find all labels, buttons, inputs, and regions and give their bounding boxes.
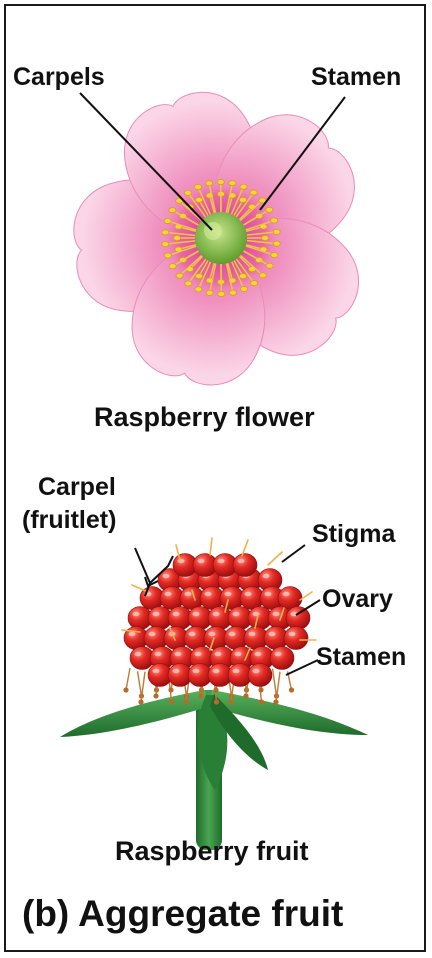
drupelet	[270, 647, 294, 670]
anther	[239, 197, 246, 202]
anther	[218, 291, 225, 296]
dried-stamen	[183, 699, 188, 704]
anther	[169, 264, 176, 269]
anther	[195, 274, 202, 279]
anther	[176, 273, 183, 278]
anther	[239, 274, 246, 279]
flower-stamen-label: Stamen	[311, 63, 401, 92]
dried-stamen	[243, 693, 248, 698]
anther	[169, 208, 176, 213]
anther	[195, 287, 202, 292]
drupelet	[284, 627, 308, 650]
stigma-leader-line	[282, 545, 305, 562]
ovary-label: Ovary	[322, 585, 393, 614]
anther	[206, 290, 213, 295]
anther	[229, 181, 236, 186]
fruit-caption: Raspberry fruit	[115, 836, 309, 867]
dried-stamen	[168, 687, 173, 692]
anther	[273, 241, 280, 246]
anther	[164, 218, 171, 223]
anther	[266, 207, 273, 212]
dried-stamen	[213, 687, 218, 692]
dried-stamen	[228, 699, 233, 704]
anther	[205, 181, 212, 186]
stigma	[210, 538, 212, 555]
fruit-drupelets	[124, 554, 310, 687]
anther	[162, 230, 169, 235]
dried-stamen	[258, 687, 263, 692]
raspberry-flower	[70, 78, 379, 396]
anther	[250, 190, 257, 195]
carpels-label: Carpels	[13, 63, 105, 92]
anther	[229, 290, 236, 295]
anther	[271, 218, 278, 223]
anther	[195, 197, 202, 202]
anther	[185, 281, 192, 286]
anther	[261, 235, 268, 240]
dried-stamen	[198, 693, 203, 698]
flower-caption: Raspberry flower	[94, 402, 315, 433]
dried-stamen	[169, 699, 174, 704]
dried-stamen	[123, 687, 128, 692]
anther	[240, 286, 247, 291]
dried-stamen	[273, 699, 278, 704]
drupelet	[278, 587, 302, 610]
drupelet	[233, 554, 257, 577]
anther	[259, 273, 266, 278]
dried-stamen	[214, 699, 219, 704]
anther	[217, 179, 224, 184]
dried-stamen	[289, 687, 294, 692]
anther	[273, 229, 280, 234]
anther	[173, 235, 180, 240]
fruit-stamen-label: Stamen	[316, 643, 406, 672]
anther	[184, 190, 191, 195]
anther	[164, 253, 171, 258]
dried-stamen	[259, 699, 264, 704]
panel-title: (b) Aggregate fruit	[22, 893, 343, 935]
anther	[271, 252, 278, 257]
carpel-label-line2: (fruitlet)	[22, 506, 116, 535]
anther	[162, 242, 169, 247]
drupelet	[286, 607, 310, 630]
stigma	[268, 552, 282, 565]
anther	[194, 184, 201, 189]
carpel-label-line1: Carpel	[38, 473, 116, 502]
carpel-leader-line	[135, 548, 158, 586]
anther	[266, 263, 273, 268]
drupelet	[248, 664, 272, 687]
dried-stamen	[153, 693, 158, 698]
anther	[251, 281, 258, 286]
dried-stamen	[138, 699, 143, 704]
anther	[240, 184, 247, 189]
stigma-label: Stigma	[312, 520, 395, 549]
